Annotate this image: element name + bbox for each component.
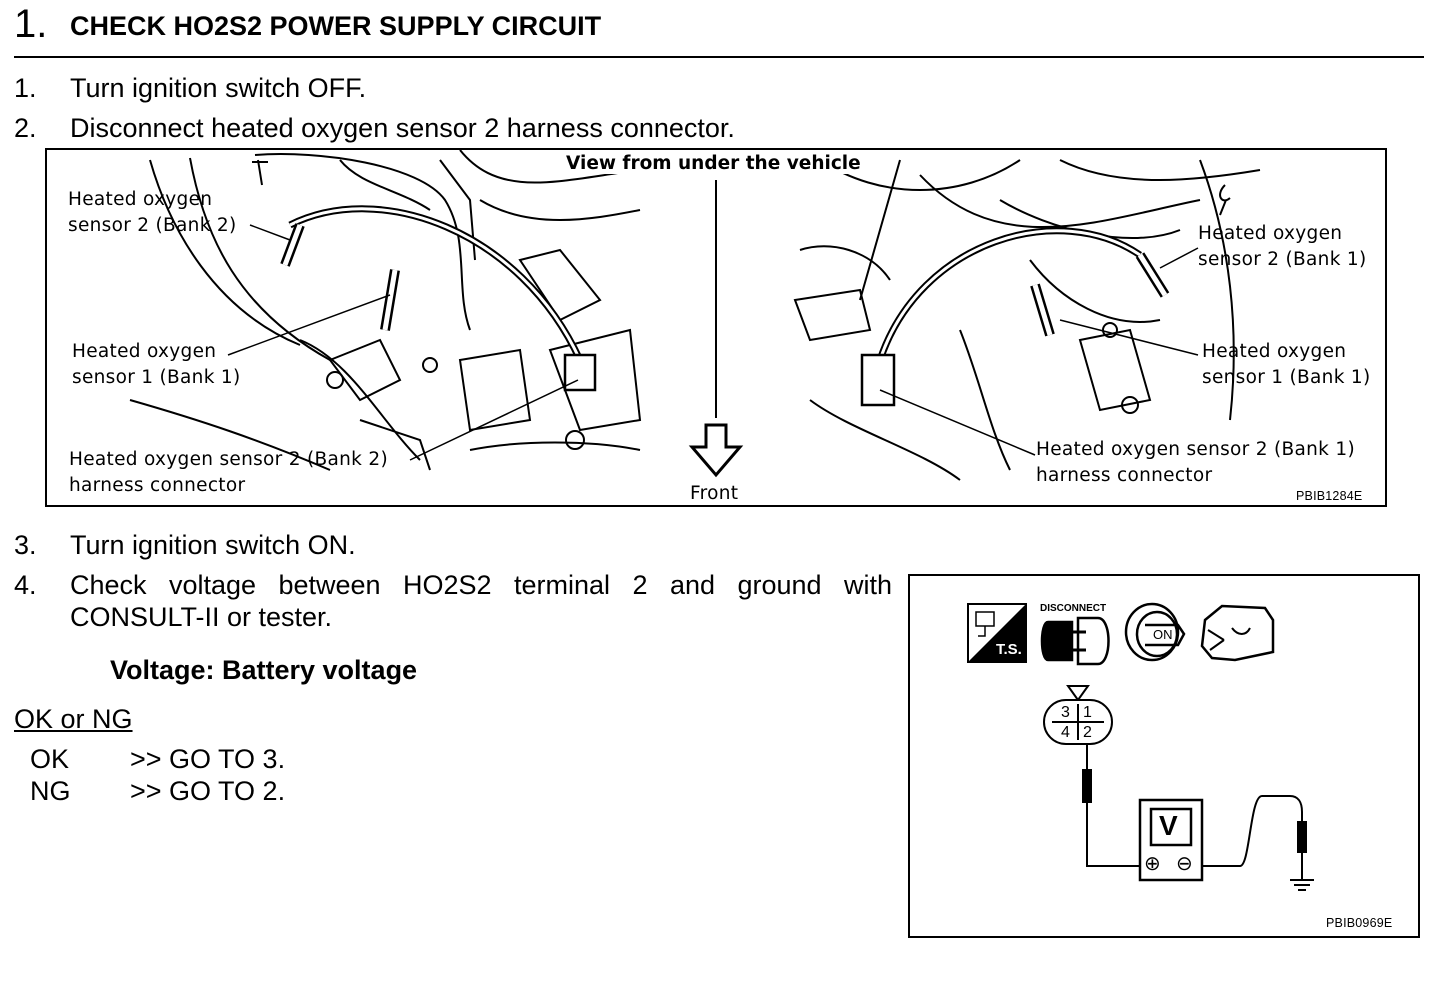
ignition-key-icon: [1124, 602, 1186, 662]
step-1-number: 1.: [14, 73, 37, 103]
ts-icon: [967, 603, 1027, 663]
right-ho2s1-label: Heated oxygen sensor 1 (Bank 1): [1202, 341, 1371, 388]
disconnect-icon: [1040, 616, 1110, 666]
result-ng-status: NG: [30, 776, 71, 806]
right-ho2s2-label: Heated oxygen sensor 2 (Bank 1): [1198, 223, 1367, 270]
figure-sensor-locations: [45, 148, 1387, 507]
step-1-text: Turn ignition switch OFF.: [70, 73, 367, 103]
engine-icon: [1200, 604, 1275, 662]
on-label: ON: [1153, 627, 1173, 642]
step-4-text-line1: Check voltage between HO2S2 terminal 2 a…: [70, 570, 892, 600]
figure2-code: PBIB0969E: [1326, 916, 1393, 930]
step-2-number: 2.: [14, 113, 37, 143]
result-heading: OK or NG: [14, 704, 133, 734]
result-ok-action: >> GO TO 3.: [130, 744, 286, 774]
figure-voltage-check: [908, 574, 1420, 938]
voltmeter-label: V: [1159, 810, 1178, 841]
left-ho2s2-label: Heated oxygen sensor 2 (Bank 2): [68, 189, 237, 236]
section-number: 1.: [14, 2, 48, 46]
voltage-spec: Voltage: Battery voltage: [110, 655, 418, 685]
section-title: CHECK HO2S2 POWER SUPPLY CIRCUIT: [70, 11, 602, 41]
step-4-number: 4.: [14, 570, 37, 600]
step-3-text: Turn ignition switch ON.: [70, 530, 356, 560]
step-2-text: Disconnect heated oxygen sensor 2 harnes…: [70, 113, 735, 143]
terminal-1: 1: [1083, 704, 1092, 721]
figure1-code: PBIB1284E: [1296, 489, 1363, 503]
minus-terminal-icon: ⊖: [1176, 853, 1193, 875]
terminal-3: 3: [1061, 704, 1070, 721]
step-3-number: 3.: [14, 530, 37, 560]
ts-label: T.S.: [996, 641, 1022, 658]
disconnect-label: DISCONNECT: [1040, 603, 1107, 614]
right-connector-label: Heated oxygen sensor 2 (Bank 1) harness …: [1036, 439, 1355, 486]
view-from-under-label: View from under the vehicle: [560, 153, 867, 174]
step-4-text-line2: CONSULT-II or tester.: [70, 602, 333, 632]
terminal-2: 2: [1083, 724, 1092, 741]
result-ok-status: OK: [30, 744, 70, 774]
left-ho2s1-label: Heated oxygen sensor 1 (Bank 1): [72, 341, 241, 388]
plus-terminal-icon: ⊕: [1144, 853, 1161, 875]
terminal-4: 4: [1061, 724, 1070, 741]
ground-icon: [1290, 879, 1314, 891]
header-rule: [14, 56, 1424, 58]
front-label: Front: [690, 483, 739, 504]
left-connector-label: Heated oxygen sensor 2 (Bank 2) harness …: [69, 449, 388, 496]
result-ng-action: >> GO TO 2.: [130, 776, 286, 806]
